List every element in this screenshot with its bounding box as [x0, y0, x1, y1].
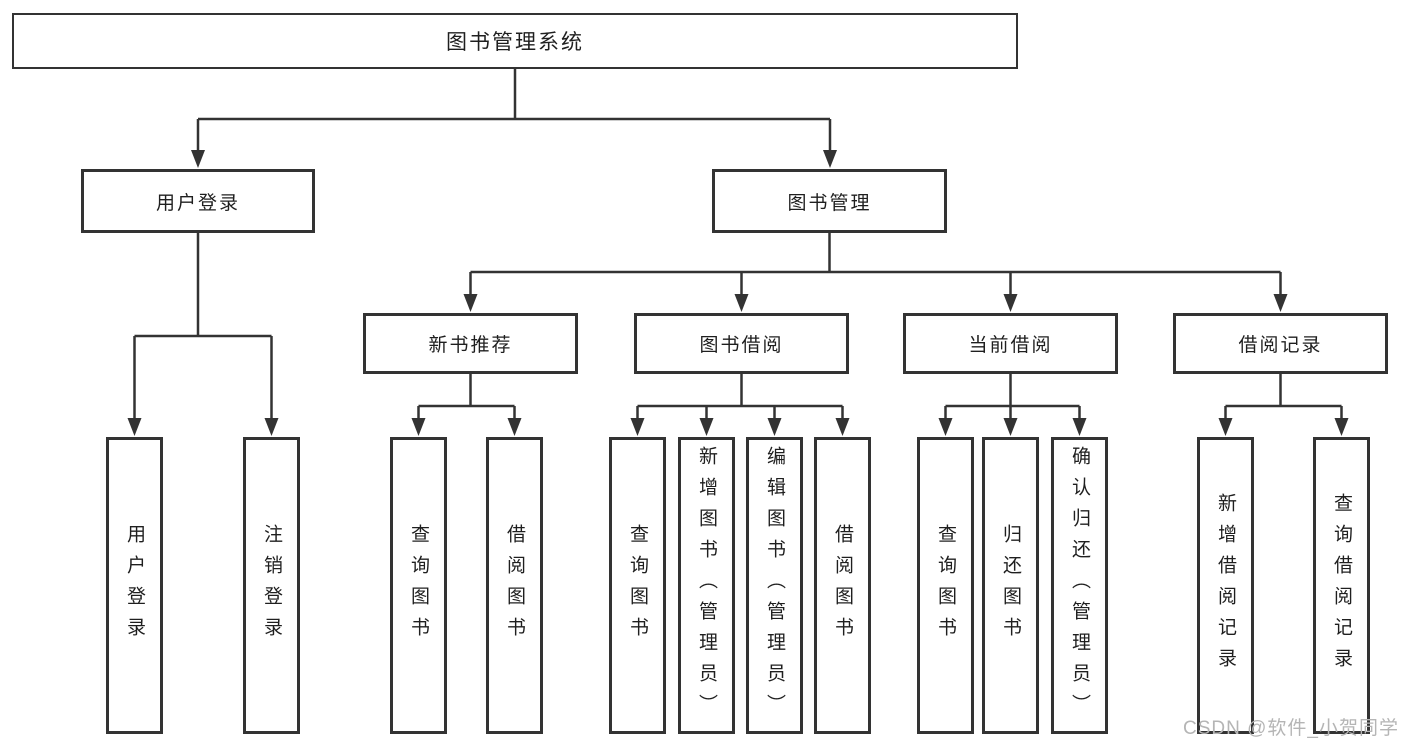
- leaf-borrow-add-admin: 新增图书（管理员）: [678, 437, 735, 734]
- connector-current-group: [944, 374, 1081, 420]
- connector-newbook-group: [417, 374, 516, 420]
- leaf-record-query: 查询借阅记录: [1313, 437, 1370, 734]
- csdn-watermark: CSDN @软件_小贺同学: [1183, 718, 1399, 739]
- leaf-user-logout: 注销登录: [243, 437, 300, 734]
- leaf-current-query: 查询图书: [917, 437, 974, 734]
- leaf-borrow-borrow: 借阅图书: [814, 437, 871, 734]
- leaf-current-return: 归还图书: [982, 437, 1039, 734]
- connector-book-branch: [469, 233, 1282, 296]
- leaf-current-confirm-admin: 确认归还（管理员）: [1051, 437, 1108, 734]
- node-user-login-branch: 用户登录: [81, 169, 315, 233]
- connector-root: [196, 69, 832, 152]
- node-current-borrow: 当前借阅: [903, 313, 1118, 374]
- node-book-borrow: 图书借阅: [634, 313, 849, 374]
- node-root-system: 图书管理系统: [12, 13, 1018, 69]
- leaf-borrow-edit-admin: 编辑图书（管理员）: [746, 437, 803, 734]
- leaf-newbook-query: 查询图书: [390, 437, 447, 734]
- connector-user-branch: [133, 233, 273, 420]
- connector-borrow-group: [636, 374, 844, 420]
- leaf-user-login: 用户登录: [106, 437, 163, 734]
- leaf-newbook-borrow: 借阅图书: [486, 437, 543, 734]
- leaf-record-add: 新增借阅记录: [1197, 437, 1254, 734]
- leaf-borrow-query: 查询图书: [609, 437, 666, 734]
- node-book-management-branch: 图书管理: [712, 169, 947, 233]
- node-borrow-record: 借阅记录: [1173, 313, 1388, 374]
- node-new-book-recommend: 新书推荐: [363, 313, 578, 374]
- connector-record-group: [1224, 374, 1343, 420]
